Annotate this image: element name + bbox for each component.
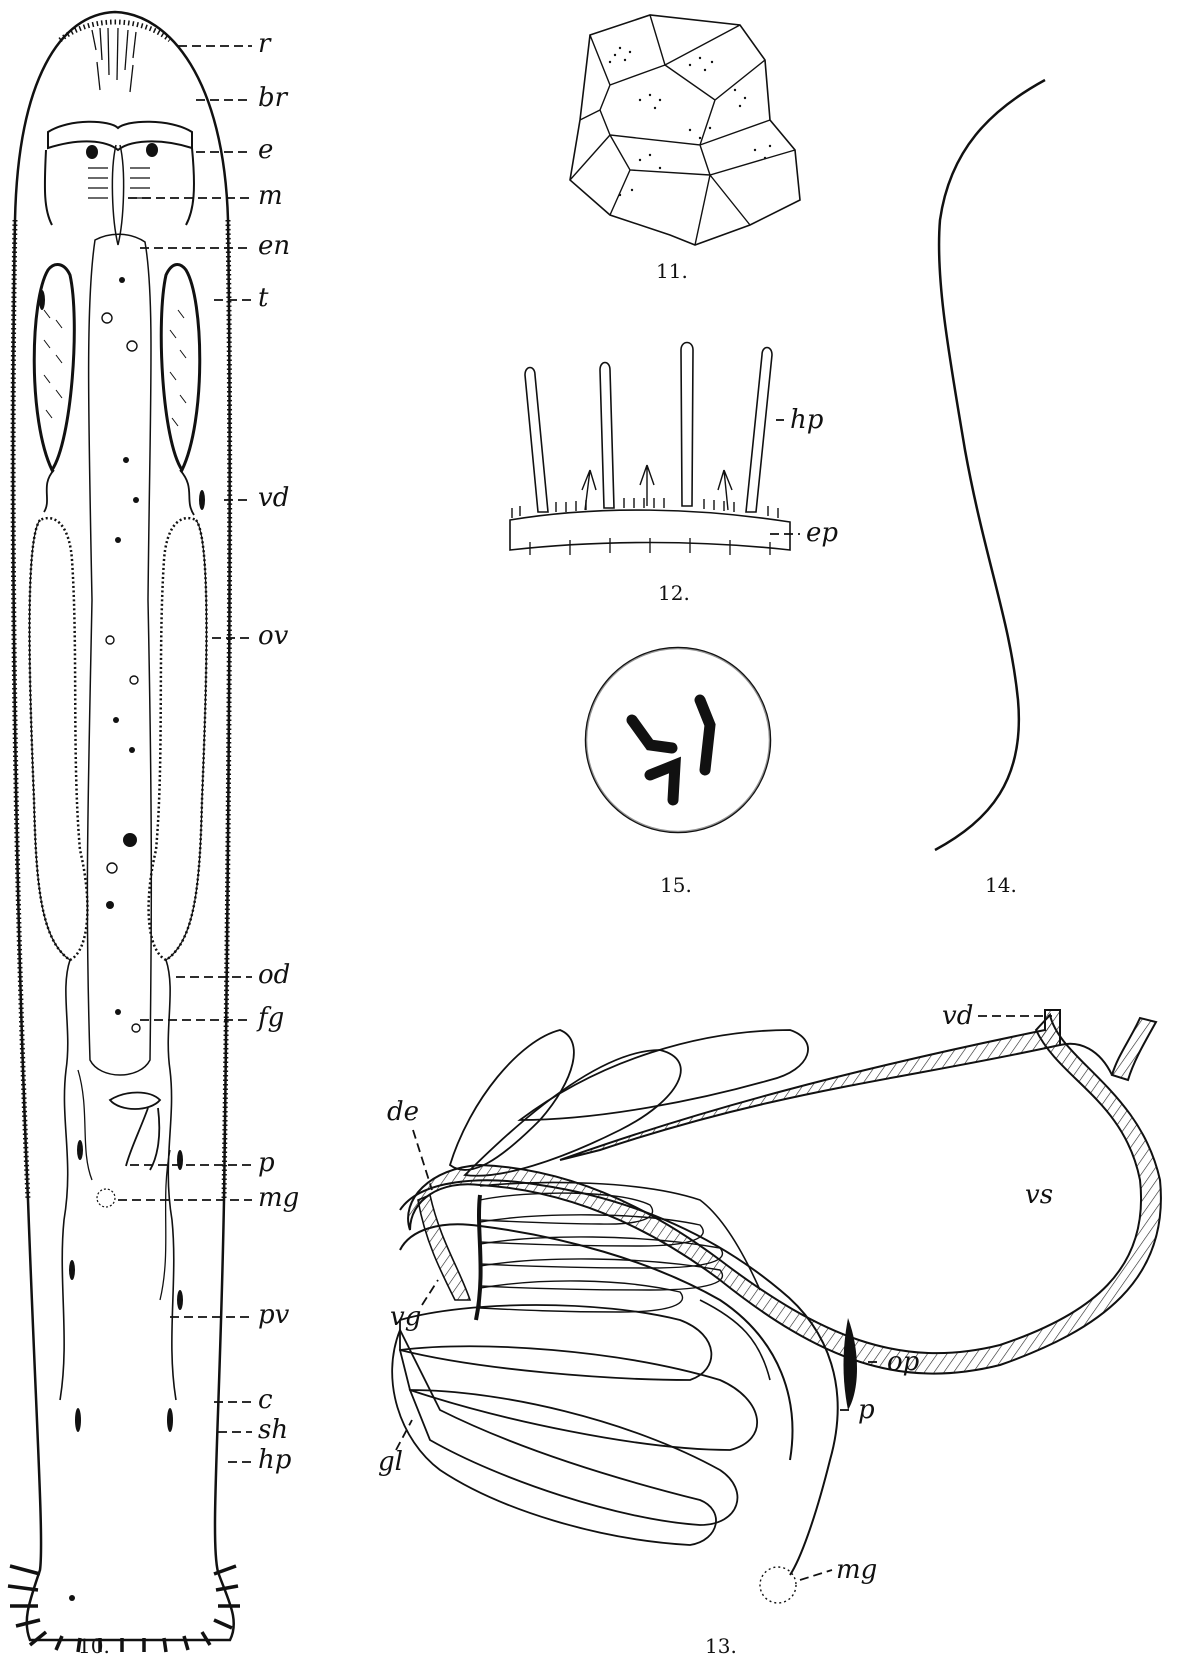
fig13-leaders xyxy=(396,1016,1052,1580)
adhesive-papilla-tubes xyxy=(525,343,772,513)
label-gl-13: gl xyxy=(378,1447,403,1477)
label-en: en xyxy=(258,231,290,261)
figure-number-14: 14. xyxy=(985,873,1017,897)
rhabdites xyxy=(92,28,136,92)
fig10-labels: r br e m en t vd ov od fg p mg pv c sh h… xyxy=(256,29,299,1475)
vas-deferens xyxy=(44,470,194,515)
label-fg: fg xyxy=(256,1003,284,1033)
label-p-13: p xyxy=(858,1395,875,1425)
figure-number-10: 10. xyxy=(78,1634,110,1658)
label-mg-13: mg xyxy=(836,1555,877,1585)
oviduct xyxy=(60,960,176,1400)
label-hp-12: hp xyxy=(790,405,824,435)
figure-15: 15. xyxy=(586,648,770,897)
ovary-left xyxy=(30,518,88,960)
label-p: p xyxy=(258,1148,275,1178)
figure-13: vd de vs vg op p gl mg 13. xyxy=(378,1001,1161,1658)
ovary-right xyxy=(149,518,207,960)
label-ep-12: ep xyxy=(806,518,838,548)
ovary-outline xyxy=(30,520,207,960)
label-op-13: op xyxy=(887,1347,920,1377)
cell-group-outline xyxy=(570,15,800,245)
label-e: e xyxy=(258,135,273,165)
pharynx-sheath xyxy=(45,148,194,225)
figure-number-13: 13. xyxy=(705,1634,737,1658)
testis-right xyxy=(161,265,200,470)
male-gonopore xyxy=(97,1189,115,1207)
gland-lobes-lower xyxy=(392,1305,757,1545)
fig10-leaders xyxy=(118,46,252,1462)
pharynx-lines xyxy=(88,168,150,198)
label-mg: mg xyxy=(258,1183,299,1213)
label-de-13: de xyxy=(387,1097,419,1127)
sperm-filament xyxy=(935,80,1045,850)
label-ov: ov xyxy=(258,621,289,651)
figure-12: hp ep 12. xyxy=(510,343,838,606)
figure-10: r br e m en t vd ov od fg p mg pv c sh h… xyxy=(8,12,299,1658)
label-c: c xyxy=(258,1385,273,1415)
enteron-vacuoles xyxy=(102,313,140,1032)
ejaculatory-duct-wall xyxy=(476,1195,481,1320)
figure-14: 14. xyxy=(935,80,1045,897)
figure-number-11: 11. xyxy=(656,259,688,283)
eye-right xyxy=(146,143,158,157)
enteron-inclusions xyxy=(106,277,139,1015)
vas-deferens-13 xyxy=(560,1010,1156,1160)
vesicle-granule-wall xyxy=(418,1195,470,1300)
label-r: r xyxy=(258,29,272,59)
label-sh: sh xyxy=(258,1415,288,1445)
label-vd-13: vd xyxy=(942,1001,973,1031)
figure-number-15: 15. xyxy=(660,873,692,897)
label-hp: hp xyxy=(258,1445,292,1475)
label-t: t xyxy=(258,283,269,313)
label-vd: vd xyxy=(258,483,289,513)
label-br: br xyxy=(258,83,289,113)
label-vg-13: vg xyxy=(390,1302,421,1332)
figure-number-12: 12. xyxy=(658,581,690,605)
eye-left xyxy=(86,145,98,159)
label-m: m xyxy=(258,181,283,211)
enteron xyxy=(87,234,151,1075)
basement-membrane xyxy=(530,538,770,555)
figure-11: 11. xyxy=(570,15,800,283)
mouth xyxy=(112,145,123,245)
penis xyxy=(110,1093,160,1171)
label-pv: pv xyxy=(258,1300,290,1330)
stylet xyxy=(844,1318,858,1410)
label-vs-13: vs xyxy=(1025,1180,1053,1210)
label-od: od xyxy=(258,960,290,990)
